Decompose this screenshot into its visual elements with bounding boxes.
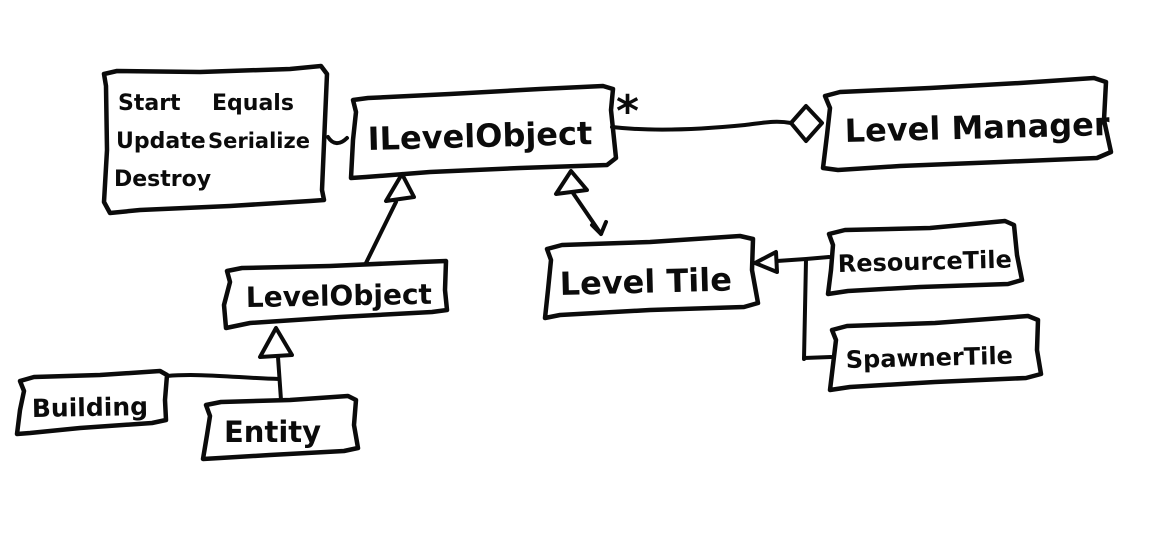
tree-vertical-line [802,258,808,361]
building-branch-line [165,373,281,381]
class-label-levelobject: LevelObject [246,278,433,314]
note-method-serialize: Serialize [208,129,310,153]
class-box-ilevelobject [348,83,619,181]
resourcetile-branch-line [775,255,831,263]
inheritance-triangle-levelobject [384,172,416,203]
note-method-destroy: Destroy [114,167,211,192]
note-method-equals: Equals [212,91,294,116]
note-method-update: Update [116,129,206,154]
class-label-leveltile: Level Tile [559,261,732,303]
class-label-spawnertile: SpawnerTile [845,342,1013,374]
methods-note-box [101,63,330,216]
class-box-entity [200,393,361,462]
class-box-resourcetile [825,218,1025,297]
class-label-entity: Entity [224,415,321,449]
class-box-building [14,368,170,437]
class-box-levelobject [221,258,450,331]
note-method-start: Start [118,91,181,116]
class-label-ilevelobject: ILevelObject [367,114,592,158]
class-box-leveltile [542,233,761,321]
class-box-levelmanager [820,75,1114,173]
aggregation-multiplicity: * [616,86,639,137]
class-label-levelmanager: Level Manager [844,105,1110,150]
inheritance-triangle-entity [258,326,294,359]
inheritance-triangle-leveltile-children [753,250,779,274]
note-link-line [326,135,349,146]
inheritance-line-levelobject [364,200,398,265]
spawnertile-branch-line [802,355,833,360]
class-label-resourcetile: ResourceTile [837,245,1012,278]
class-box-spawnertile [827,313,1044,393]
class-label-building: Building [32,392,149,423]
aggregation-line [610,119,793,132]
aggregation-diamond [789,104,824,143]
arrowhead-leveltile [590,220,608,236]
inheritance-triangle-leveltile [554,169,589,196]
